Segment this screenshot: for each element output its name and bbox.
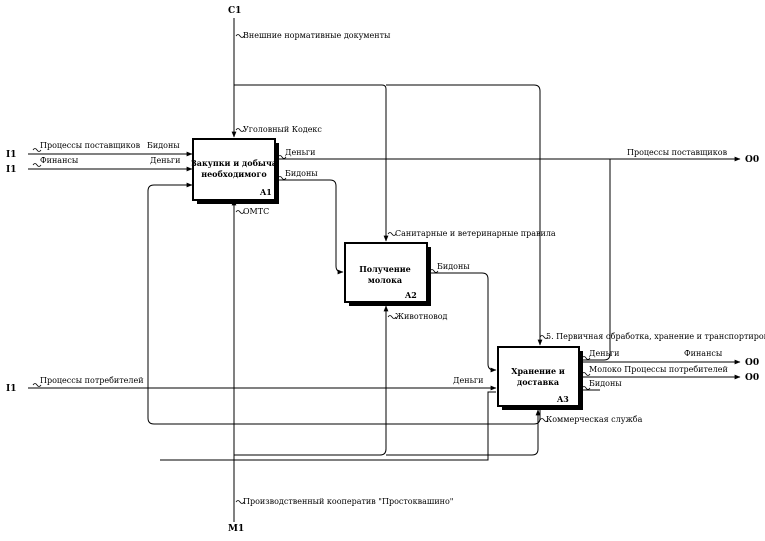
box-a1-title-1: Закупки и добыча [191, 158, 277, 168]
box-a2-title-2: молока [368, 275, 402, 285]
arrow-mech-to-a3 [386, 409, 541, 456]
code-i-top: I1 [6, 150, 16, 160]
box-a1[interactable]: Закупки и добыча необходимого A1 [191, 138, 279, 204]
box-a1-number: A1 [259, 187, 272, 197]
label-money-in-a1: Деньги [150, 156, 180, 165]
arrow-loop-to-a1 [147, 182, 541, 425]
label-money-out-a3: Деньги [589, 349, 619, 358]
code-i-low: I1 [6, 384, 16, 394]
code-o-top: O0 [745, 155, 759, 165]
code-i-mid: I1 [6, 165, 16, 175]
label-finance-in: Финансы [40, 156, 79, 165]
label-suppliers-in: Процессы поставщиков [40, 141, 141, 150]
arrow-a1-bidons-to-a2 [275, 179, 344, 275]
box-a3[interactable]: Хранение и доставка A3 [497, 346, 583, 410]
label-finance-out: Финансы [684, 349, 723, 358]
arrow-money-feedback-loop [160, 391, 496, 461]
code-o-a3-2: O0 [745, 373, 759, 383]
label-commercial: Коммерческая служба [546, 415, 643, 424]
code-m1: M1 [228, 524, 244, 534]
label-criminal-code: Уголовный Кодекс [243, 125, 322, 134]
arrow-mech-to-a2 [234, 305, 389, 456]
label-suppliers-out: Процессы поставщиков [627, 148, 728, 157]
label-bidons-out-a2: Бидоны [437, 262, 470, 271]
label-milk-consumers-out: Молоко Процессы потребителей [589, 365, 728, 374]
label-omts: ОМТС [243, 207, 269, 216]
box-a3-number: A3 [556, 394, 569, 404]
label-squiggles [32, 34, 591, 504]
arrow-lines [28, 18, 741, 522]
label-bidons-in-a1: Бидоны [147, 141, 180, 150]
arrow-control-to-a2 [234, 84, 389, 242]
box-a2-number: A2 [404, 290, 417, 300]
arrow-a2-bidons-to-a3 [428, 272, 497, 373]
box-a2-title-1: Получение [359, 264, 410, 274]
label-coop: Производственный кооператив "Простокваши… [243, 497, 454, 506]
code-c1: C1 [228, 6, 241, 16]
label-money-out-a1: Деньги [285, 148, 315, 157]
label-money-in-a3: Деньги [453, 376, 483, 385]
label-processing-rules: 5. Первичная обработка, хранение и транс… [546, 332, 765, 341]
box-a1-title-2: необходимого [201, 169, 267, 179]
arrow-control-to-a3 [386, 84, 543, 346]
box-a2[interactable]: Получение молока A2 [344, 242, 431, 306]
code-o-a3-1: O0 [745, 358, 759, 368]
box-a3-title-1: Хранение и [511, 366, 565, 376]
label-bidons-out-a3: Бидоны [589, 379, 622, 388]
arrow-money-feedback [575, 159, 611, 361]
label-bidons-out-a1: Бидоны [285, 169, 318, 178]
label-norm-docs: Внешние нормативные документы [243, 31, 391, 40]
label-livestock: Животновод [395, 312, 448, 321]
label-sanitary-rules: Санитарные и ветеринарные правила [395, 229, 556, 238]
box-a3-title-2: доставка [517, 377, 559, 387]
label-consumers-in: Процессы потребителей [40, 376, 144, 385]
